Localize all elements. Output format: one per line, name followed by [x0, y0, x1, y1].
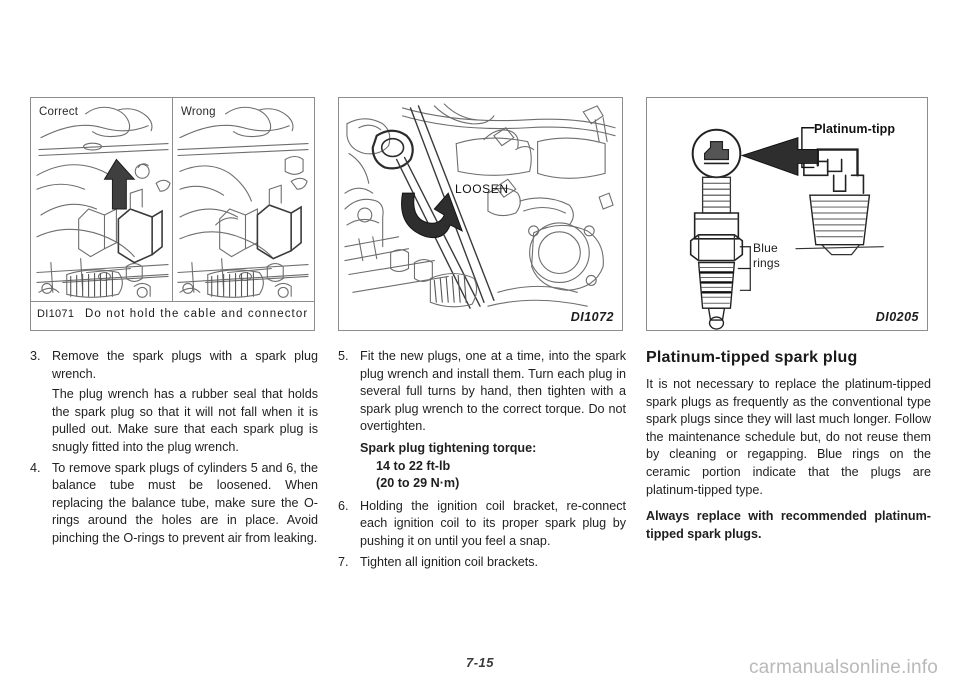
ignition-coil-handling-illustration [36, 106, 309, 298]
section-bold-note: Always replace with recommended platinum… [646, 509, 931, 541]
step-7: 7. Tighten all ignition coil brackets. [338, 554, 626, 572]
loosen-arrow-icon [401, 192, 464, 239]
step-7-text: Tighten all ignition coil brackets. [360, 554, 539, 569]
blue-rings-line-1: Blue [753, 241, 778, 255]
torque-spec-title: Spark plug tightening torque: [360, 440, 537, 455]
up-arrow-icon [103, 158, 136, 210]
text-column-middle: 5. Fit the new plugs, one at a time, int… [338, 348, 626, 574]
step-3: 3. Remove the spark plugs with a spark p… [30, 348, 318, 383]
blue-rings-line-2: rings [753, 256, 781, 270]
figure-di1071: Correct Wrong DI1071 Do not hold the cab… [30, 97, 315, 331]
step-6-number: 6. [338, 498, 349, 513]
step-3-number: 3. [30, 349, 41, 363]
figure-di1071-artwork [31, 98, 314, 330]
figure-di1072: LOOSEN DI1072 [338, 97, 623, 331]
section-body: It is not necessary to replace the plati… [646, 377, 931, 497]
step-7-number: 7. [338, 554, 349, 569]
step-6-text: Holding the ignition coil bracket, re-co… [360, 498, 626, 548]
figure-caption-correct: Correct [39, 106, 79, 118]
step-5-text: Fit the new plugs, one at a time, into t… [360, 349, 626, 434]
step-3-text: Remove the spark plugs with a spark plug… [52, 349, 318, 381]
figure-di1072-artwork [339, 98, 622, 330]
text-column-right: Platinum-tipped spark plug It is not nec… [646, 348, 931, 556]
step-5-number: 5. [338, 349, 349, 363]
figure-code-di1072: DI1072 [570, 310, 614, 324]
figure-divider-horizontal [31, 301, 314, 302]
section-heading: Platinum-tipped spark plug [646, 349, 858, 366]
figure-row: Correct Wrong DI1071 Do not hold the cab… [0, 97, 960, 331]
step-5: 5. Fit the new plugs, one at a time, int… [338, 348, 626, 436]
figure-code-di0205: DI0205 [875, 310, 919, 324]
page-number: 7-15 [465, 655, 495, 670]
watermark: carmanualsonline.info [748, 657, 938, 678]
figure-label-platinum-tipped: Platinum-tipp [814, 122, 896, 136]
platinum-tipped-spark-plug-illustration [689, 127, 884, 330]
figure-caption-wrong: Wrong [181, 106, 216, 118]
figure-divider-vertical [172, 98, 173, 301]
step-6: 6. Holding the ignition coil bracket, re… [338, 498, 626, 551]
magnify-arrow-icon [740, 136, 819, 177]
step-4-text: To remove spark plugs of cylinders 5 and… [52, 460, 318, 545]
step-4-number: 4. [30, 460, 41, 475]
figure-di0205: Platinum-tipp Blue rings DI0205 [646, 97, 928, 331]
spark-plug-wrench-loosen-illustration [344, 103, 616, 309]
torque-spec-imperial: 14 to 22 ft-lb [376, 458, 451, 473]
text-column-left: 3. Remove the spark plugs with a spark p… [30, 348, 318, 551]
figure-label-blue-rings: Blue rings [753, 241, 780, 271]
torque-spec-metric: (20 to 29 N·m) [376, 476, 460, 491]
torque-specification: Spark plug tightening torque: 14 to 22 f… [338, 440, 626, 493]
step-4: 4. To remove spark plugs of cylinders 5 … [30, 460, 318, 548]
figure-bottom-caption: Do not hold the cable and connector [85, 308, 309, 320]
figure-callout-loosen: LOOSEN [455, 182, 509, 196]
figure-code-di1071: DI1071 [37, 308, 75, 320]
step-3-continuation: The plug wrench has a rubber seal that h… [52, 387, 318, 454]
figure-di0205-artwork [647, 98, 927, 330]
